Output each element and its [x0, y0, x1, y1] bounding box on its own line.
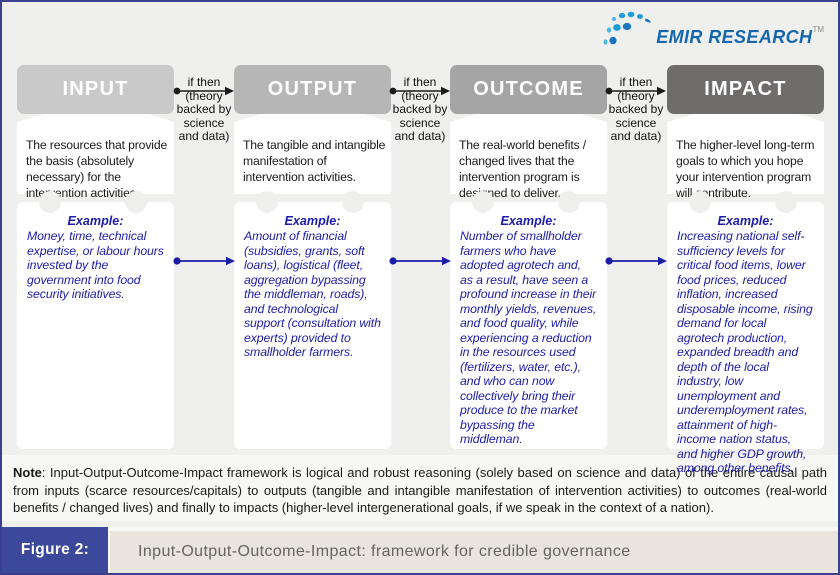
puzzle-notch: [256, 191, 278, 213]
connector-label: if then (theory backed by science and da…: [608, 75, 664, 143]
connector-output-outcome: if then (theory backed by science and da…: [389, 75, 451, 144]
example-text-outcome: Number of smallholder farmers who have a…: [460, 229, 597, 446]
figure-caption: Input-Output-Outcome-Impact: framework f…: [110, 531, 838, 573]
logo-trademark: TM: [812, 25, 824, 34]
example-panel-impact: Example: Increasing national self-suffic…: [667, 202, 824, 475]
example-panel-input: Example: Money, time, technical expertis…: [17, 202, 174, 449]
blue-arrow-icon: [173, 256, 235, 266]
puzzle-notch: [775, 191, 797, 213]
figure-caption-bar: Figure 2: Input-Output-Outcome-Impact: f…: [2, 527, 838, 573]
description-text-output: The tangible and intangible manifestatio…: [243, 138, 386, 184]
example-panel-outcome: Example: Number of smallholder farmers w…: [450, 202, 607, 449]
description-panel-input: [17, 98, 174, 194]
black-arrow-icon: [173, 86, 234, 96]
puzzle-notch: [472, 191, 494, 213]
puzzle-notch: [558, 191, 580, 213]
description-text-outcome: The real-world benefits / changed lives …: [459, 138, 586, 200]
column-impact: IMPACT The higher-level long-term goals …: [667, 2, 824, 475]
blue-arrow-icon: [389, 256, 451, 266]
column-outcome: OUTCOME The real-world benefits / change…: [450, 2, 607, 452]
blue-arrow-icon: [605, 256, 667, 266]
connector-outcome-impact: if then (theory backed by science and da…: [605, 75, 667, 144]
description-panel-impact: [667, 98, 824, 194]
header-outcome: OUTCOME: [450, 65, 607, 114]
note: Note: Input-Output-Outcome-Impact framew…: [2, 455, 838, 521]
description-text-input: The resources that provide the basis (ab…: [26, 138, 168, 200]
puzzle-notch: [39, 191, 61, 213]
black-arrow-icon: [389, 86, 450, 96]
example-label: Example:: [67, 214, 124, 228]
figure-number-label: Figure 2:: [2, 527, 108, 573]
puzzle-notch: [689, 191, 711, 213]
example-text-output: Amount of financial (subsidies, grants, …: [244, 229, 381, 359]
example-text-impact: Increasing national self-sufficiency lev…: [677, 229, 813, 475]
example-panel-output: Example: Amount of financial (subsidies,…: [234, 202, 391, 449]
connector-label: if then (theory backed by science and da…: [392, 75, 448, 143]
example-label: Example:: [284, 214, 341, 228]
example-label: Example:: [500, 214, 557, 228]
header-output: OUTPUT: [234, 65, 391, 114]
column-input: INPUT The resources that provide the bas…: [17, 2, 174, 452]
header-input: INPUT: [17, 65, 174, 114]
example-label: Example:: [717, 214, 774, 228]
puzzle-notch: [342, 191, 364, 213]
header-impact: IMPACT: [667, 65, 824, 114]
example-text-input: Money, time, technical expertise, or lab…: [27, 229, 164, 301]
logo-wordmark: EMIR RESEARCH: [656, 27, 813, 47]
column-output: OUTPUT The tangible and intangible manif…: [234, 2, 391, 452]
logo-dots-icon: [603, 11, 652, 45]
black-arrow-icon: [605, 86, 666, 96]
connector-input-output: if then (theory backed by science and da…: [173, 75, 235, 144]
note-text: : Input-Output-Outcome-Impact framework …: [13, 465, 827, 515]
emir-research-logo: EMIR RESEARCH TM: [600, 10, 824, 52]
puzzle-notch: [125, 191, 147, 213]
description-text-impact: The higher-level long-term goals to whic…: [676, 138, 815, 200]
note-label: Note: [13, 465, 42, 480]
connector-label: if then (theory backed by science and da…: [176, 75, 232, 143]
